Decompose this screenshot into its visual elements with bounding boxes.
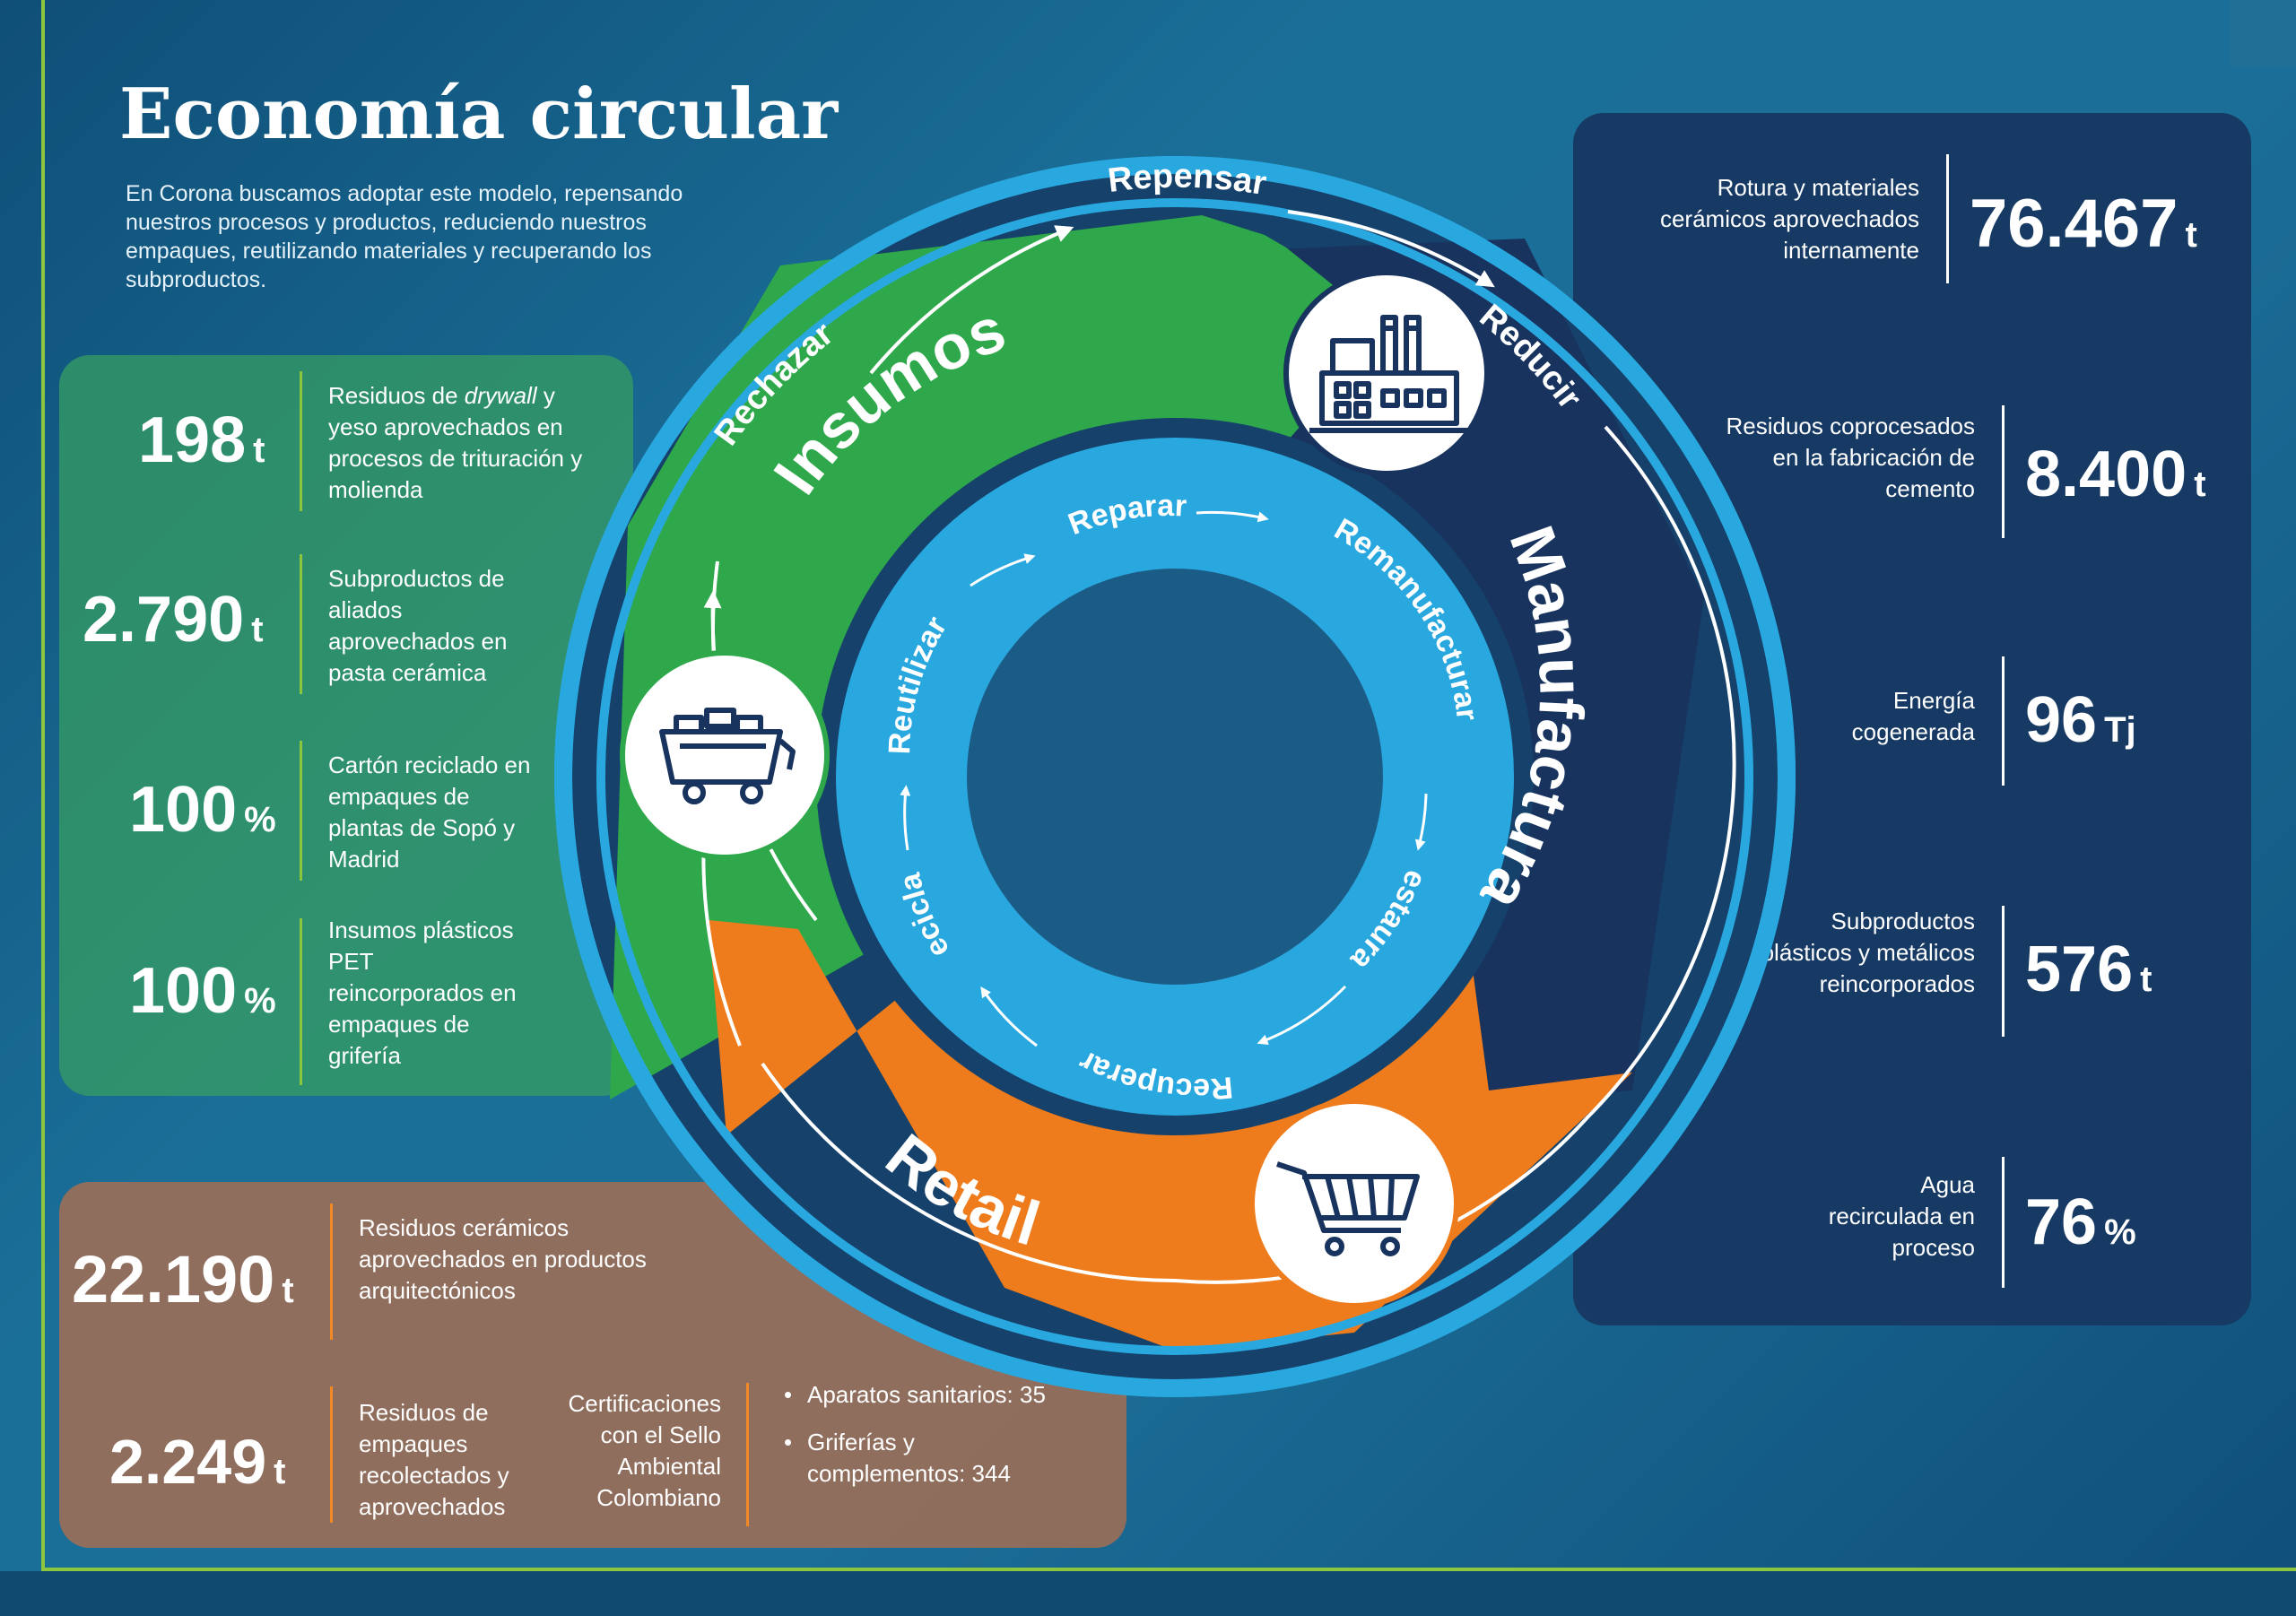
stat-unit: t xyxy=(2194,465,2206,504)
stat-unit: t xyxy=(251,610,264,649)
outer-ring-inner-edge xyxy=(596,198,1753,1355)
stat-value: 100 xyxy=(129,774,238,846)
stat-unit: t xyxy=(253,430,265,470)
divider xyxy=(300,918,302,1085)
outer-arrow-reducir xyxy=(1287,210,1495,288)
inner-arrow xyxy=(1196,510,1269,523)
center-hole xyxy=(967,569,1383,985)
stat-description: Insumos plásticos PET reincorporados en … xyxy=(328,917,517,1069)
divider xyxy=(2002,405,2005,538)
divider xyxy=(300,554,302,694)
stat-value: 76 xyxy=(2025,1186,2098,1258)
frame-line-left xyxy=(41,0,45,1571)
factory-icon xyxy=(1283,270,1490,476)
stat-value: 22.190 xyxy=(72,1242,275,1316)
stat-description: Cartón reciclado en empaques de plantas … xyxy=(328,752,531,873)
stat-description: Residuos cerámicos aprovechados en produ… xyxy=(359,1214,647,1304)
outer-arc-lower xyxy=(761,425,1736,1284)
stat-value: 76.467 xyxy=(1970,186,2179,262)
stat-value: 2.790 xyxy=(83,584,245,656)
frame-line-bottom xyxy=(41,1568,2296,1571)
divider xyxy=(1946,154,1949,283)
stat-description: Residuos de drywall y yeso aprovechados … xyxy=(328,382,583,503)
stat-description: Subproductos plásticos y metálicos reinc… xyxy=(1761,908,1975,997)
stat-description: Residuos de empaques recolectados y apro… xyxy=(359,1399,509,1520)
stat-description: Agua recirculada en proceso xyxy=(1828,1171,1975,1261)
certifications-label: Certificaciones con el Sello Ambiental C… xyxy=(568,1390,721,1511)
stat-unit: t xyxy=(2140,960,2152,999)
intro-text: En Corona buscamos adoptar este modelo, … xyxy=(126,181,683,292)
stat-description: Rotura y materiales cerámicos aprovechad… xyxy=(1659,174,1919,264)
mine-cart-icon xyxy=(620,650,830,860)
stat-unit: t xyxy=(282,1271,294,1310)
stat-value: 198 xyxy=(138,404,247,476)
divider xyxy=(300,741,302,881)
inner-arrow xyxy=(900,785,911,851)
bottom-strip xyxy=(0,1571,2296,1616)
inner-arrow xyxy=(980,986,1038,1047)
stat-value: 576 xyxy=(2025,934,2134,1005)
divider xyxy=(2002,906,2005,1037)
stat-description: Energía cogenerada xyxy=(1851,687,1975,745)
outer-ring-edge xyxy=(554,156,1796,1397)
divider xyxy=(330,1203,333,1340)
inputs-stats-panel xyxy=(59,355,633,1096)
inner-arrow xyxy=(1257,985,1347,1046)
stat-value: 2.249 xyxy=(109,1427,267,1497)
inner-arrow xyxy=(970,553,1036,587)
stat-description: Residuos coprocesados en la fabricación … xyxy=(1726,413,1976,502)
stat-value: 96 xyxy=(2025,684,2098,756)
page-title: Economía circular xyxy=(119,74,839,155)
stat-unit: t xyxy=(274,1452,286,1491)
stat-unit: t xyxy=(2185,215,2197,255)
list-item: Griferías y complementos: 344 xyxy=(780,1427,1076,1490)
inner-arrow xyxy=(1414,793,1428,851)
divider xyxy=(2002,1157,2005,1288)
stat-unit: % xyxy=(244,981,276,1021)
corner-tab xyxy=(2230,0,2296,66)
divider xyxy=(746,1383,749,1526)
circular-economy-diagram: Rechazar Repensar Reducir Insumos Manufa… xyxy=(547,149,1796,1397)
stat-value: 100 xyxy=(129,955,238,1027)
stat-unit: % xyxy=(244,800,276,839)
list-item: Aparatos sanitarios: 35 xyxy=(780,1379,1076,1411)
divider xyxy=(2002,656,2005,786)
divider xyxy=(330,1386,333,1523)
stat-unit: % xyxy=(2104,1212,2136,1252)
stat-value: 8.400 xyxy=(2025,439,2187,510)
divider xyxy=(300,371,302,511)
stat-description: Subproductos de aliados aprovechados en … xyxy=(328,565,508,686)
stat-unit: Tj xyxy=(2104,710,2136,750)
shopping-cart-icon xyxy=(1249,1099,1459,1308)
certifications-list: Aparatos sanitarios: 35 Griferías y comp… xyxy=(780,1379,1076,1506)
outer-arrow-repensar xyxy=(869,225,1074,375)
